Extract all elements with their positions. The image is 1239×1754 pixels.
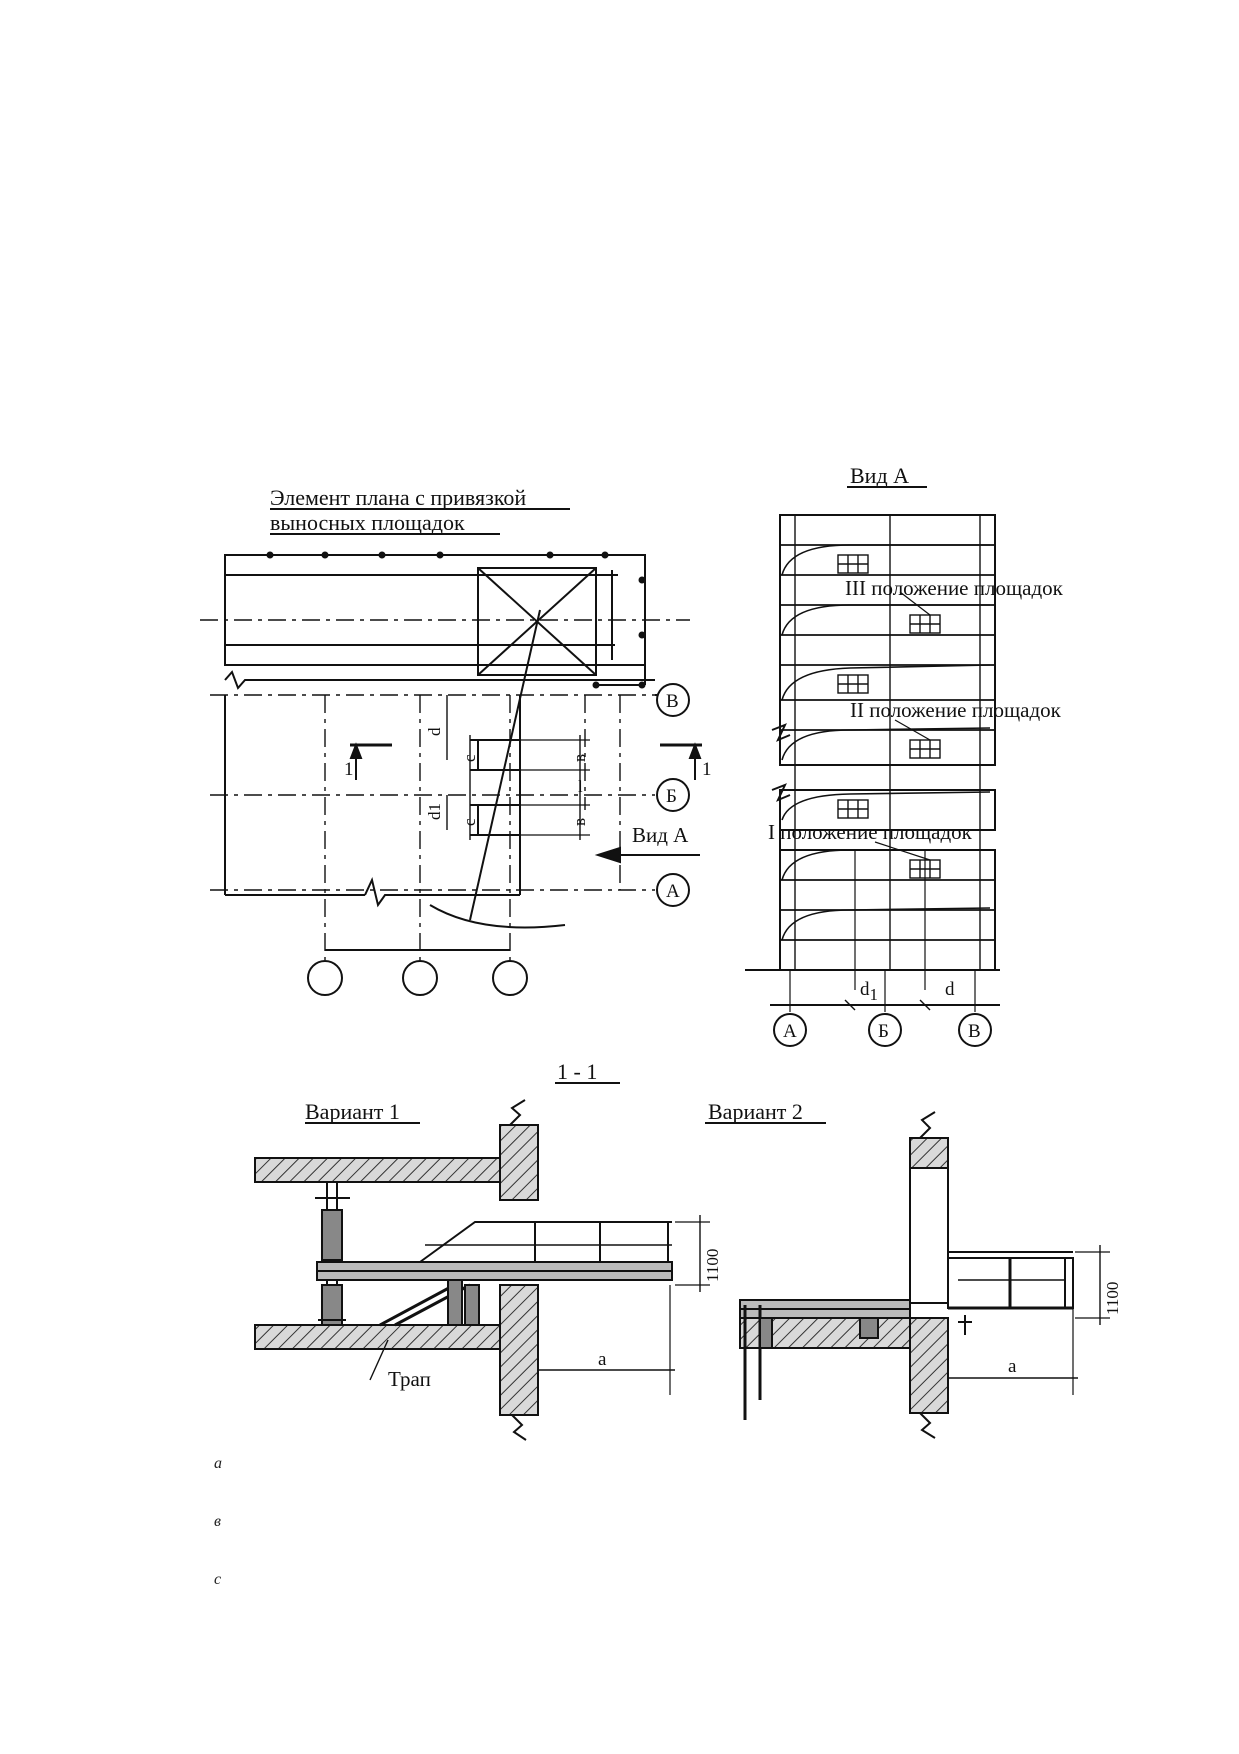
- dim-d1-label: d1: [425, 803, 444, 820]
- axis-a-label: А: [666, 881, 680, 902]
- section-title: 1 - 1: [557, 1059, 597, 1084]
- dim-b-label: в: [570, 754, 589, 762]
- dim-a-variant-2: a: [1008, 1356, 1017, 1377]
- plan-drawing: [200, 508, 702, 996]
- view-a-arrow-label: Вид А: [632, 823, 689, 847]
- view-a-axis-v: В: [968, 1021, 981, 1042]
- height-1-label: 1100: [703, 1249, 722, 1282]
- legend-item-a: а: [214, 1455, 222, 1472]
- position-1-label: I положение площадок: [768, 820, 973, 844]
- section-drawing: [254, 1082, 1110, 1441]
- dim-c2-label: c: [460, 818, 479, 826]
- view-a-dim-d: d: [945, 979, 955, 1000]
- position-2-label: II положение площадок: [850, 698, 1062, 722]
- view-a-drawing: [745, 486, 1000, 1047]
- section-mark-right: 1: [702, 759, 712, 780]
- legend-item-c: с: [214, 1571, 222, 1588]
- plan-labels: Элемент плана с привязкой выносных площа…: [270, 485, 712, 902]
- position-3-label: III положение площадок: [845, 576, 1064, 600]
- dim-a-variant-1: a: [598, 1349, 607, 1370]
- section-mark-left: 1: [344, 759, 354, 780]
- dim-d-label: d: [425, 727, 444, 736]
- variant-2-label: Вариант 2: [708, 1099, 803, 1124]
- view-a-axis-b: Б: [878, 1021, 889, 1042]
- dim-l-label: l: [578, 777, 583, 796]
- view-a-axis-a: А: [783, 1021, 797, 1042]
- view-a-title: Вид А: [850, 463, 909, 488]
- view-a-labels: Вид А III положение площадок II положени…: [768, 463, 1064, 1042]
- dim-b2-label: в: [570, 818, 589, 826]
- axis-b-label: Б: [666, 786, 677, 807]
- legend-item-b: в: [214, 1513, 221, 1530]
- section-labels: 1 - 1 Вариант 1 Вариант 2 1100 1100 a a …: [305, 1059, 1122, 1391]
- dim-c-label: c: [460, 754, 479, 762]
- plan-title-line2: выносных площадок: [270, 510, 465, 535]
- height-2-label: 1100: [1103, 1282, 1122, 1315]
- view-a-dim-d1: d1: [860, 979, 878, 1004]
- ladder-label: Трап: [388, 1367, 431, 1391]
- plan-title-line1: Элемент плана с привязкой: [270, 485, 526, 510]
- axis-v-label: В: [666, 691, 679, 712]
- variant-1-label: Вариант 1: [305, 1099, 400, 1124]
